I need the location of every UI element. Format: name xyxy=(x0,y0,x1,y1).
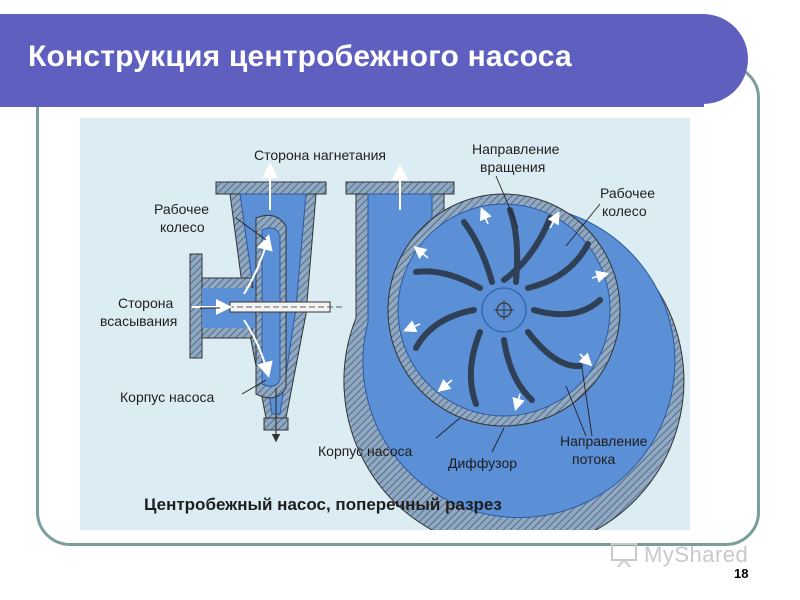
label-impeller-left-2: колесо xyxy=(160,219,205,235)
label-diffuser: Диффузор xyxy=(448,455,517,471)
projector-icon xyxy=(611,543,637,568)
label-impeller-right-1: Рабочее xyxy=(600,185,655,201)
label-flow-dir-2: потока xyxy=(572,451,616,467)
label-flow-dir-1: Направление xyxy=(560,433,648,449)
label-suction-side-2: всасывания xyxy=(100,313,177,329)
label-casing-right: Корпус насоса xyxy=(318,443,413,459)
title-bar xyxy=(0,14,748,104)
watermark-text: MyShared xyxy=(644,542,749,567)
label-casing-left: Корпус насоса xyxy=(120,389,215,405)
label-discharge-side: Сторона нагнетания xyxy=(254,147,386,163)
page-number: 18 xyxy=(734,566,749,581)
label-rotation-dir-1: Направление xyxy=(472,141,560,157)
side-section xyxy=(189,162,342,443)
leader-lines xyxy=(200,175,601,453)
slide-title: Конструкция центробежного насоса xyxy=(28,40,572,73)
diagram-panel: Сторона нагнетания Рабочее колесо Сторон… xyxy=(80,118,690,552)
volute-section xyxy=(343,164,685,552)
label-impeller-right-2: колесо xyxy=(602,203,647,219)
label-rotation-dir-2: вращения xyxy=(480,159,545,175)
title-underline xyxy=(0,104,704,107)
label-suction-side-1: Сторона xyxy=(118,295,173,311)
pump-diagram: Сторона нагнетания Рабочее колесо Сторон… xyxy=(100,141,685,552)
label-impeller-left-1: Рабочее xyxy=(154,201,209,217)
watermark: MyShared xyxy=(608,540,768,570)
diagram-caption: Центробежный насос, поперечный разрез xyxy=(144,495,502,514)
